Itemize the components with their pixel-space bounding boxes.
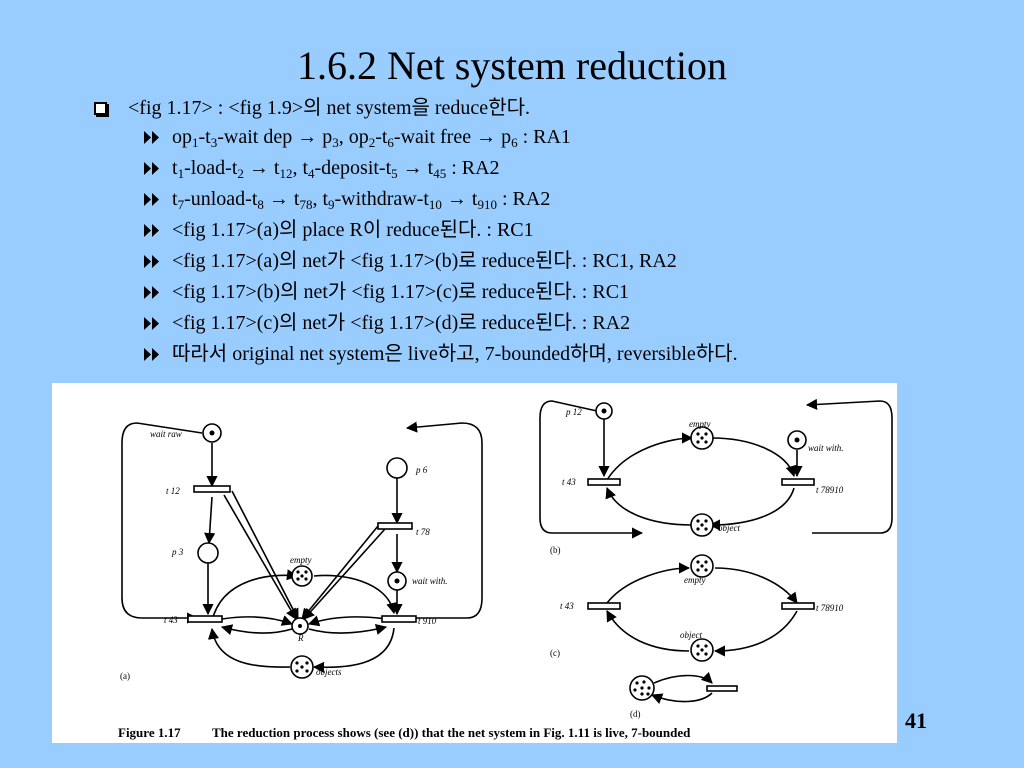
label-t12: t 12 bbox=[166, 486, 180, 496]
sub-bullet-text: t7-unload-t8 → t78, t9-withdraw-t10 → t9… bbox=[172, 188, 551, 212]
sub-bullet-5: <fig 1.17>(a)의 net가 <fig 1.17>(b)로 reduc… bbox=[92, 246, 992, 277]
net-d bbox=[629, 671, 738, 704]
label-t43-c: t 43 bbox=[560, 601, 574, 611]
sub-bullet-2: t1-load-t2 → t12, t4-deposit-t5 → t45 : … bbox=[92, 153, 992, 184]
sub-bullet-text: <fig 1.17>(b)의 net가 <fig 1.17>(c)로 reduc… bbox=[172, 281, 630, 303]
sub-bullet-4: <fig 1.17>(a)의 place R이 reduce된다. : RC1 bbox=[92, 215, 992, 246]
double-triangle-arrow-icon bbox=[144, 348, 159, 361]
bullet-list: <fig 1.17> : <fig 1.9>의 net system을 redu… bbox=[92, 94, 992, 370]
label-p6: p 6 bbox=[415, 465, 428, 475]
figure-1-17: wait raw t 12 p 3 t 43 p 6 t 78 wait wit… bbox=[52, 383, 897, 743]
petri-net-diagram: wait raw t 12 p 3 t 43 p 6 t 78 wait wit… bbox=[118, 398, 893, 740]
label-empty-b: empty bbox=[689, 419, 711, 429]
label-panel-d: (d) bbox=[630, 709, 641, 719]
label-t78: t 78 bbox=[416, 527, 430, 537]
label-t43-b: t 43 bbox=[562, 477, 576, 487]
sub-bullet-8: 따라서 original net system은 live하고, 7-bound… bbox=[92, 339, 992, 370]
sub-bullet-text: <fig 1.17>(a)의 net가 <fig 1.17>(b)로 reduc… bbox=[172, 250, 677, 272]
label-t43-a: t 43 bbox=[164, 615, 178, 625]
sub-bullet-3: t7-unload-t8 → t78, t9-withdraw-t10 → t9… bbox=[92, 184, 992, 215]
sub-bullet-text: <fig 1.17>(c)의 net가 <fig 1.17>(d)로 reduc… bbox=[172, 312, 631, 334]
label-panel-b: (b) bbox=[550, 545, 561, 555]
sub-bullet-7: <fig 1.17>(c)의 net가 <fig 1.17>(d)로 reduc… bbox=[92, 308, 992, 339]
page-number: 41 bbox=[905, 708, 927, 733]
sub-bullet-1: op1-t3-wait dep → p3, op2-t6-wait free →… bbox=[92, 122, 992, 153]
sub-bullet-text: 따라서 original net system은 live하고, 7-bound… bbox=[172, 343, 738, 365]
token-dots bbox=[295, 432, 708, 696]
double-triangle-arrow-icon bbox=[144, 255, 159, 268]
label-object-b: object bbox=[718, 523, 740, 533]
checkbox-bullet-icon bbox=[94, 102, 107, 115]
figure-caption-text: The reduction process shows (see (d)) th… bbox=[212, 725, 691, 740]
label-R: R bbox=[297, 633, 304, 643]
double-triangle-arrow-icon bbox=[144, 131, 159, 144]
sub-bullet-text: op1-t3-wait dep → p3, op2-t6-wait free →… bbox=[172, 126, 571, 150]
double-triangle-arrow-icon bbox=[144, 286, 159, 299]
label-panel-a: (a) bbox=[120, 671, 130, 681]
label-t78910-c: t 78910 bbox=[816, 603, 844, 613]
net-c bbox=[587, 554, 815, 662]
label-wait-raw: wait raw bbox=[150, 429, 182, 439]
slide-title: 1.6.2 Net system reduction bbox=[297, 43, 727, 88]
sub-bullet-text: t1-load-t2 → t12, t4-deposit-t5 → t45 : … bbox=[172, 157, 500, 181]
sub-bullet-6: <fig 1.17>(b)의 net가 <fig 1.17>(c)로 reduc… bbox=[92, 277, 992, 308]
main-bullet: <fig 1.17> : <fig 1.9>의 net system을 redu… bbox=[92, 94, 992, 122]
double-triangle-arrow-icon bbox=[144, 224, 159, 237]
double-triangle-arrow-icon bbox=[144, 193, 159, 206]
label-p12: p 12 bbox=[565, 407, 582, 417]
label-panel-c: (c) bbox=[550, 648, 560, 658]
label-p3: p 3 bbox=[171, 547, 184, 557]
net-b bbox=[539, 398, 893, 539]
sub-bullet-text: <fig 1.17>(a)의 place R이 reduce된다. : RC1 bbox=[172, 219, 534, 241]
label-t910: t 910 bbox=[418, 616, 437, 626]
label-empty-c: empty bbox=[684, 575, 706, 585]
main-bullet-text: <fig 1.17> : <fig 1.9>의 net system을 redu… bbox=[128, 97, 530, 119]
label-empty-a: empty bbox=[290, 555, 312, 565]
double-triangle-arrow-icon bbox=[144, 317, 159, 330]
figure-caption-label: Figure 1.17 bbox=[118, 725, 181, 740]
double-triangle-arrow-icon bbox=[144, 162, 159, 175]
label-t78910-b: t 78910 bbox=[816, 485, 844, 495]
label-wait-with-b: wait with. bbox=[808, 443, 844, 453]
label-object-c: object bbox=[680, 630, 702, 640]
label-objects: objects bbox=[316, 667, 342, 677]
label-wait-with-a: wait with. bbox=[412, 576, 448, 586]
